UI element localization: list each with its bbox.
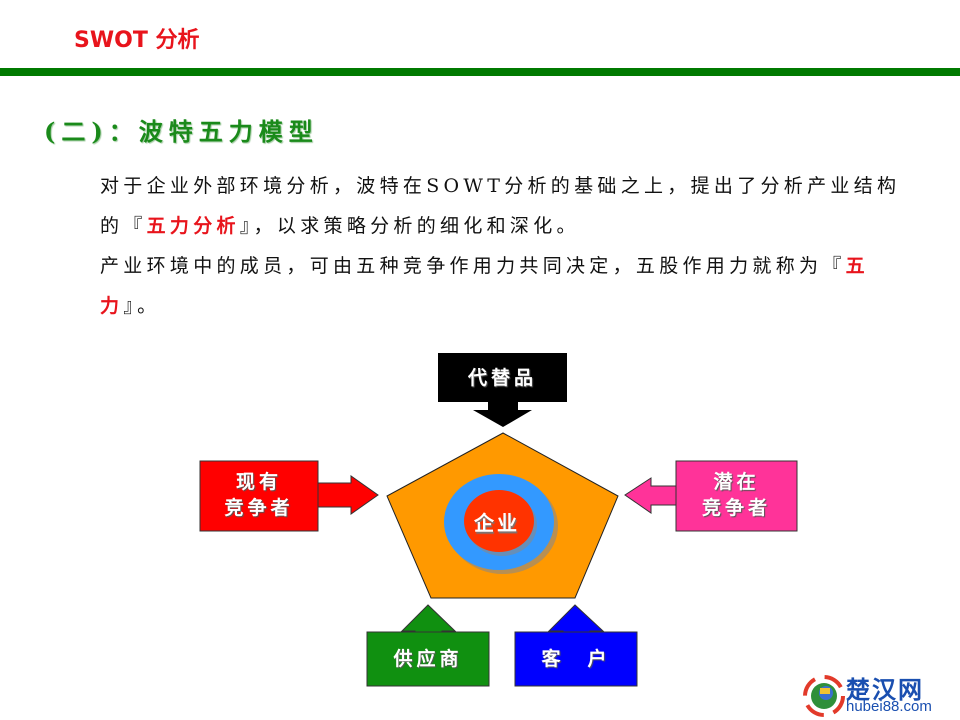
highlight-five-forces-analysis: 五力分析: [146, 215, 240, 237]
suppliers-node: [366, 604, 490, 687]
paragraph-2: 产业环境中的成员，可由五种竞争作用力共同决定，五股作用力就称为『五力』。: [100, 246, 920, 326]
potential-competitors-node: [624, 460, 798, 532]
suppliers-label: 供应商: [393, 648, 463, 670]
paragraph-2-text: 产业环境中的成员，可由五种竞争作用力共同决定，五股作用力就称为『: [100, 255, 846, 277]
customers-node: [514, 604, 638, 687]
section-title: (二)：波特五力模型: [44, 117, 319, 146]
existing-competitors-line2: 竞争者: [224, 497, 294, 519]
existing-competitors-node: [199, 460, 379, 532]
watermark-logo: 楚汉网 hubei88.com: [800, 672, 960, 720]
existing-competitors-line1: 现有: [235, 471, 282, 493]
paragraph-1-tail: 』，以求策略分析的细化和深化。: [239, 215, 580, 237]
substitutes-node: [438, 353, 567, 427]
core-circle: [464, 490, 534, 552]
body-text: 对于企业外部环境分析，波特在SOWT分析的基础之上，提出了分析产业结构的『五力分…: [100, 166, 920, 326]
paragraph-1: 对于企业外部环境分析，波特在SOWT分析的基础之上，提出了分析产业结构的『五力分…: [100, 166, 920, 246]
header-title: SWOT 分析: [74, 28, 200, 53]
paragraph-2-tail: 』。: [123, 295, 161, 317]
substitutes-label: 代替品: [467, 367, 537, 389]
existing-competitors-label: 现有 竞争者: [200, 469, 318, 521]
potential-competitors-line1: 潜在: [713, 471, 760, 493]
watermark-name: 楚汉网: [846, 676, 924, 704]
header-divider: [0, 68, 960, 76]
globe-logo-icon: [803, 675, 845, 717]
watermark-domain: hubei88.com: [846, 698, 932, 715]
enterprise-label: 企业: [474, 511, 520, 535]
potential-competitors-label: 潜在 竞争者: [676, 469, 797, 521]
potential-competitors-line2: 竞争者: [701, 497, 771, 519]
customers-label: 客 户: [541, 648, 611, 670]
paragraph-1-text: 对于企业外部环境分析，波特在SOWT分析的基础之上，提出了分析产业结构的『: [100, 175, 901, 237]
highlight-five-forces: 五力: [100, 255, 869, 317]
